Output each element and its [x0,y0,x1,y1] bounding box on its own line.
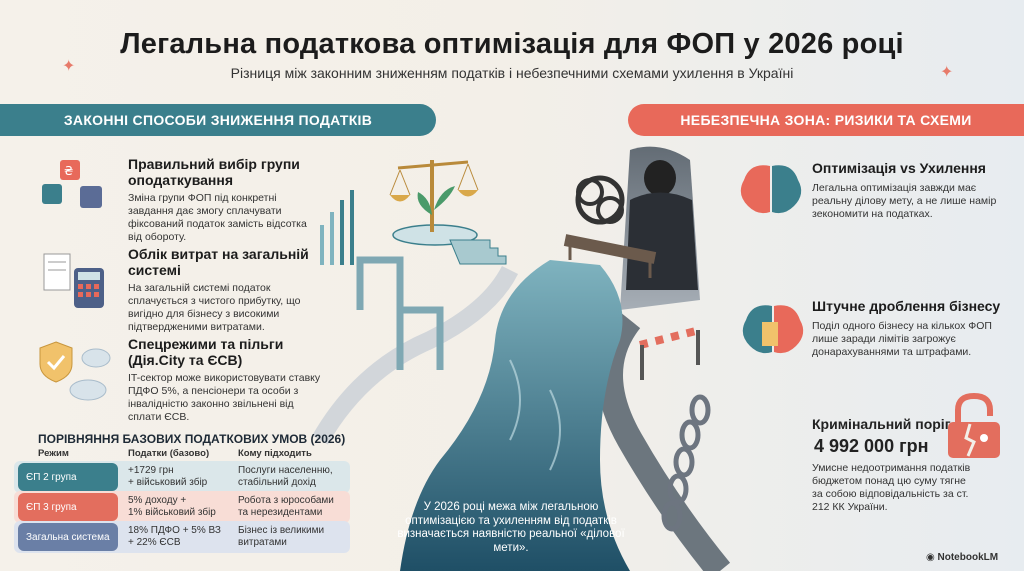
item-title: Правильний вибір групи оподаткування [128,156,300,188]
table-who-cell: Послуги населенню, стабільний дохід [238,465,333,488]
criminal-threshold-text: Умисне недоотримання податків бюджетом п… [812,462,971,513]
barrier-icon [639,326,701,349]
optimization-vs-evasion-item: Оптимізація vs Ухилення Легальна оптиміз… [812,160,1012,221]
expense-accounting-item: Облік витрат на загальній системі На заг… [128,246,328,334]
table-header: Податки (базово) [128,448,210,459]
item-text: IT-сектор може використовувати ставку ПД… [128,372,321,423]
cubes-icon: ₴ [38,154,118,224]
svg-text:₴: ₴ [64,164,73,178]
danger-zone-banner: НЕБЕЗПЕЧНА ЗОНА: РИЗИКИ ТА СХЕМИ [628,104,1024,136]
legal-methods-banner: ЗАКОННІ СПОСОБИ ЗНИЖЕННЯ ПОДАТКІВ [0,104,436,136]
right-path-shape [597,311,731,571]
item-title: Спецрежими та пільги (Дія.City та ЄСВ) [128,336,284,368]
table-taxes-cell: +1729 грн + військовий збір [128,465,208,488]
item-title: Оптимізація vs Ухилення [812,160,986,176]
brain-icon [736,160,806,220]
left-path-shape [312,265,519,445]
table-mode-cell: ЄП 2 група [18,463,118,491]
table-title: ПОРІВНЯННЯ БАЗОВИХ ПОДАТКОВИХ УМОВ (2026… [38,432,346,446]
item-text: На загальній системі податок сплачується… [128,282,301,333]
notebooklm-watermark: ◉ NotebookLM [926,552,998,563]
hooded-figure-icon [644,160,676,196]
scales-icon [430,160,434,232]
item-text: Зміна групи ФОП під конкретні завдання д… [128,192,307,243]
river-shape [400,260,630,571]
page-title: Легальна податкова оптимізація для ФОП у… [120,28,904,60]
item-text: Поділ одного бізнесу на кількох ФОП лише… [812,320,992,358]
broken-bridge-icon [563,234,657,264]
item-text: Легальна оптимізація завжди має реальну … [812,182,997,220]
business-splitting-item: Штучне дроблення бізнесу Поділ одного бі… [812,298,1012,359]
broken-chain-icon [661,394,711,532]
item-title: Облік витрат на загальній системі [128,246,309,278]
table-taxes-cell: 18% ПДФО + 5% ВЗ + 22% ЄСВ [128,525,221,548]
criminal-threshold-amount: 4 992 000 грн [814,436,929,456]
sparkle-icon: ✦ [940,64,954,81]
table-mode-cell: Загальна система [18,523,118,551]
table-who-cell: Бізнес із великими витратами [238,525,325,548]
notebooklm-label: NotebookLM [937,552,999,563]
river-caption: У 2026 році межа між легальною оптимізац… [397,501,625,554]
tangled-knot-icon [575,175,625,225]
item-title: Штучне дроблення бізнесу [812,298,1001,314]
shield-cloud-icon [38,338,118,408]
criminal-threshold-label: Кримінальний поріг – [812,416,963,432]
notebooklm-logo-icon: ◉ [926,552,938,563]
sparkle-icon: ✦ [62,58,76,75]
page-subtitle: Різниця між законним зниженням податків … [230,65,794,81]
table-taxes-cell: 5% доходу + 1% військовий збір [128,495,216,518]
split-building-icon [738,300,808,360]
table-header: Режим [38,448,69,459]
tax-group-item: Правильний вибір групи оподаткування Змі… [128,156,318,244]
table-mode-cell: ЄП 3 група [18,493,118,521]
table-header: Кому підходить [238,448,312,459]
table-who-cell: Робота з юрособами та нерезидентами [238,495,334,518]
river-illustration [312,146,731,571]
special-regimes-item: Спецрежими та пільги (Дія.City та ЄСВ) I… [128,336,328,424]
calculator-icon [40,250,120,320]
broken-lock-icon [940,392,1010,462]
